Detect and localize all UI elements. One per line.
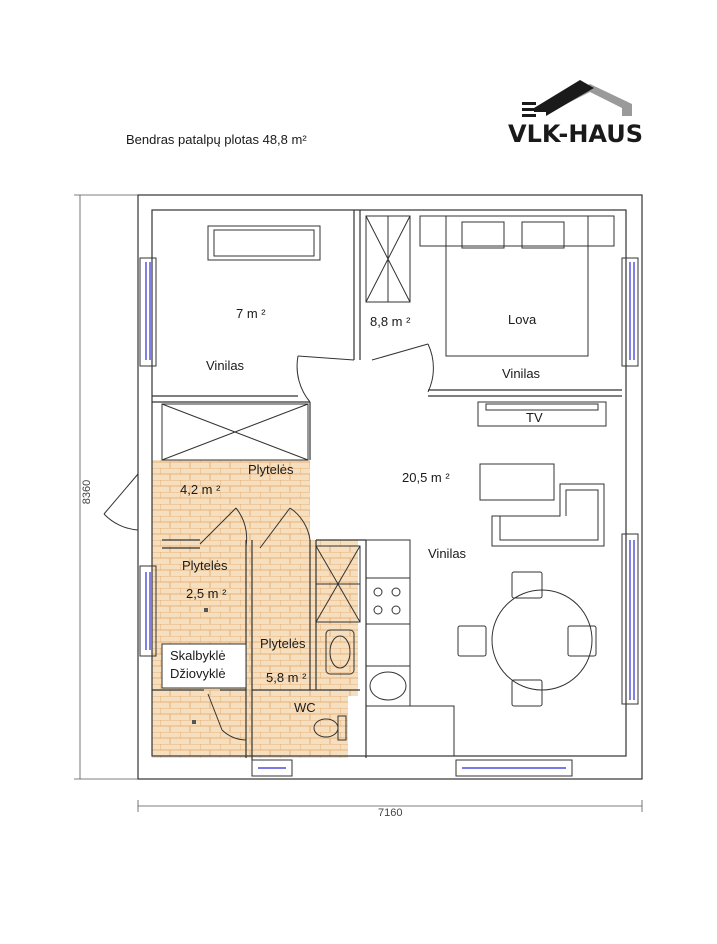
kitchen xyxy=(365,539,455,757)
dryer-label: Džiovyklė xyxy=(170,666,226,681)
wardrobe-hall xyxy=(161,403,309,461)
washer-dryer xyxy=(161,643,247,689)
utility-area: 2,5 m ² xyxy=(186,586,227,601)
dimension-height: 8360 xyxy=(81,480,93,504)
room-left-area: 7 m ² xyxy=(236,306,266,321)
total-area-text: Bendras patalpų plotas 48,8 m² xyxy=(126,132,307,147)
dimension-width: 7160 xyxy=(378,807,402,819)
bed-label: Lova xyxy=(508,312,537,327)
living-furniture xyxy=(457,463,605,707)
utility-floor: Plytelės xyxy=(182,558,228,573)
tile-bath xyxy=(252,540,358,696)
hall-floor: Plytelės xyxy=(248,462,294,477)
doors xyxy=(103,343,434,741)
washer-label: Skalbyklė xyxy=(170,648,226,663)
room-left-floor: Vinilas xyxy=(206,358,245,373)
living-floor: Vinilas xyxy=(428,546,467,561)
bath-floor: Plytelės xyxy=(260,636,306,651)
bathroom-fixtures xyxy=(313,545,361,741)
bath-area: 5,8 m ² xyxy=(266,670,307,685)
sofa-left-room xyxy=(207,225,321,261)
tile-hall xyxy=(152,460,310,542)
vlk-haus-logo: VLK-HAUS xyxy=(508,80,643,148)
interior-walls xyxy=(152,210,622,760)
hall-area: 4,2 m ² xyxy=(180,482,221,497)
tv-unit xyxy=(477,401,607,427)
bedroom-floor: Vinilas xyxy=(502,366,541,381)
wardrobe-top xyxy=(365,215,411,303)
living-area: 20,5 m ² xyxy=(402,470,450,485)
tile-wc xyxy=(152,690,348,758)
wc-label: WC xyxy=(294,700,316,715)
closet-area: 8,8 m ² xyxy=(370,314,411,329)
logo-text: VLK-HAUS xyxy=(508,120,643,148)
tv-label: TV xyxy=(526,410,543,425)
logo-roof-dark xyxy=(534,80,594,116)
dimension-lines xyxy=(74,194,643,812)
logo-bars xyxy=(522,102,536,105)
floor-drains xyxy=(192,608,208,724)
bed xyxy=(419,215,615,357)
windows xyxy=(145,262,635,769)
